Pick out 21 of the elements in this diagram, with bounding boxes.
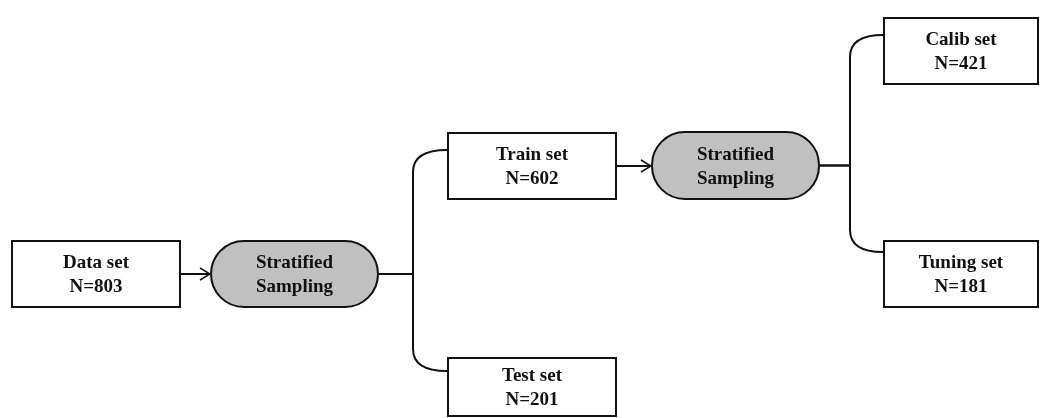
sample-count: N=602 <box>504 166 560 190</box>
process-label: Stratified Sampling <box>695 141 776 190</box>
set-name: Tuning set <box>917 250 1005 274</box>
arrow <box>616 159 652 173</box>
set-name: Train set <box>495 142 569 166</box>
data-box <box>447 132 617 200</box>
sample-count: N=421 <box>933 51 989 75</box>
data-box <box>447 357 617 417</box>
set-name: Test set <box>501 363 563 387</box>
sample-count: N=181 <box>933 274 989 298</box>
set-name: Data set <box>62 250 130 274</box>
connector-line <box>378 273 448 372</box>
sample-count: N=803 <box>68 274 124 298</box>
sample-count: N=201 <box>504 387 560 411</box>
connector-line <box>819 164 884 253</box>
process-label: Stratified Sampling <box>254 250 335 298</box>
data-box <box>883 240 1039 308</box>
arrow <box>180 267 211 281</box>
data-box <box>883 17 1039 85</box>
data-box <box>11 240 181 308</box>
set-name: Calib set <box>924 27 998 51</box>
